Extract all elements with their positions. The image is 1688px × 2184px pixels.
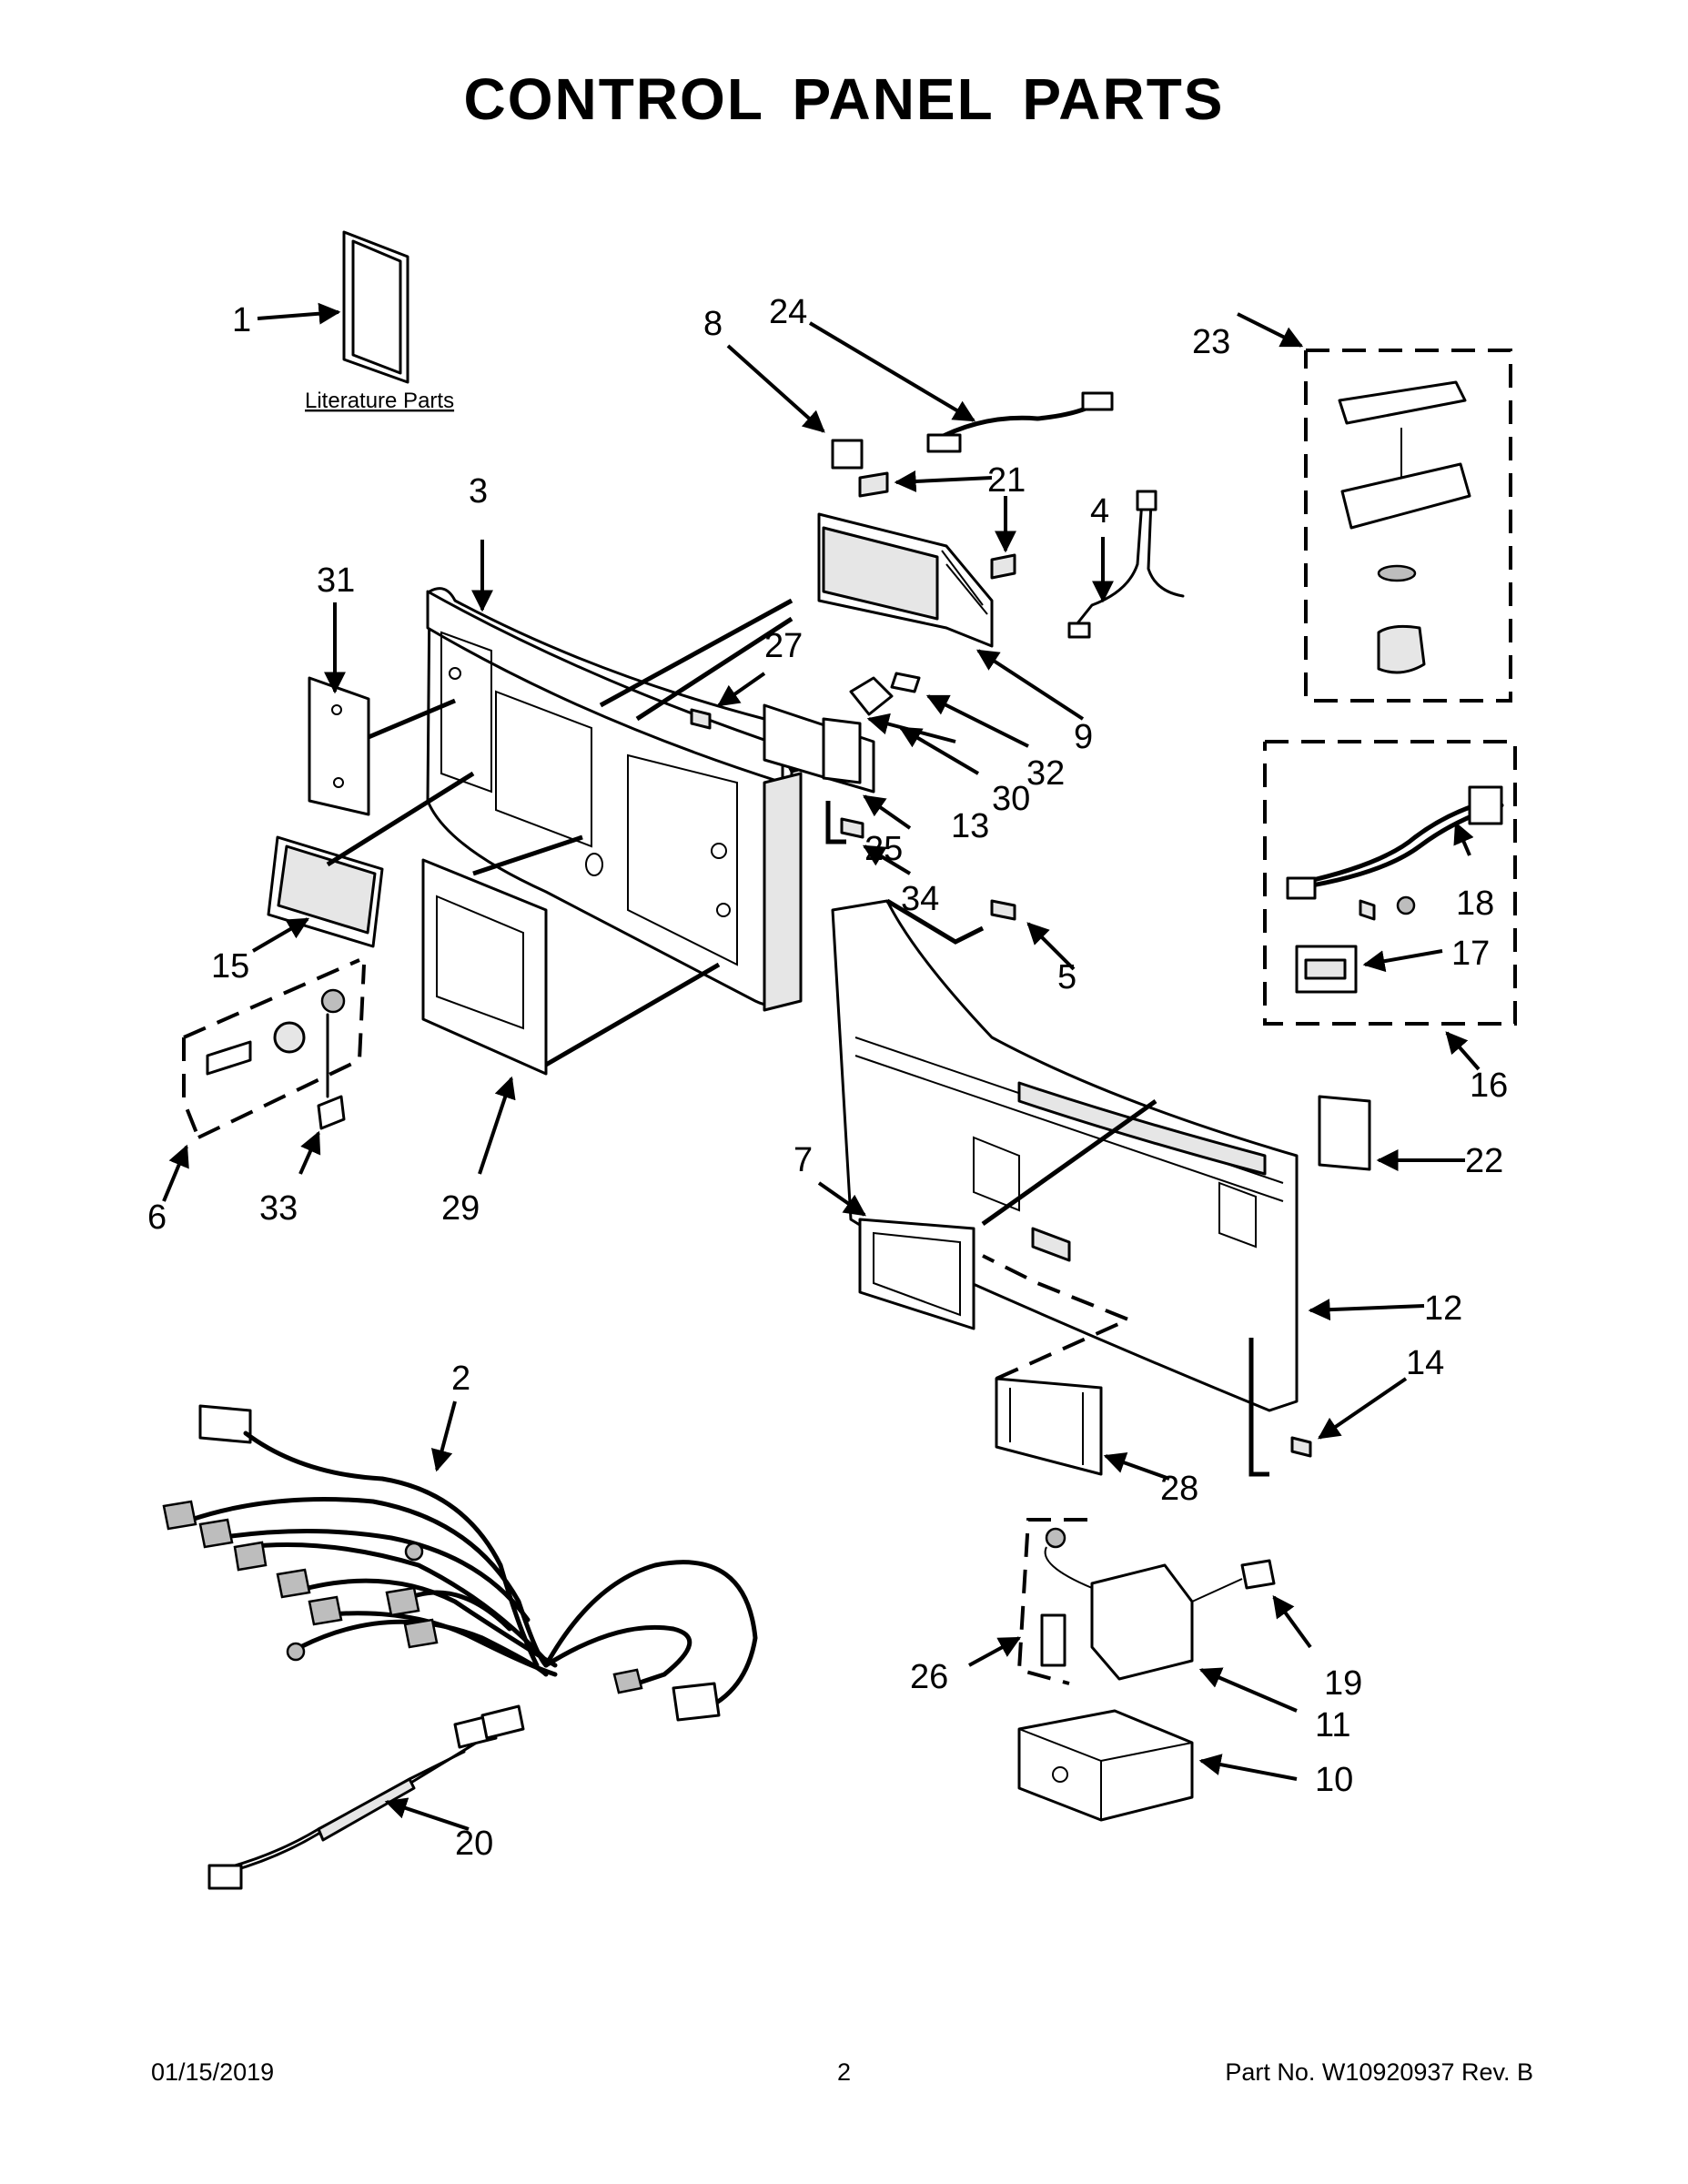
callout-12: 12 [1424, 1289, 1462, 1328]
display-15 [251, 771, 475, 953]
harness-4 [1067, 490, 1185, 639]
callout-20: 20 [455, 1825, 493, 1863]
harness-group-16 [1263, 740, 1517, 1071]
callout-18: 18 [1456, 885, 1494, 923]
bracket-28 [982, 1254, 1170, 1481]
callout-23: 23 [1192, 323, 1230, 361]
callout-1: 1 [232, 301, 251, 339]
callout-34: 34 [901, 880, 939, 918]
callout-22: 22 [1465, 1142, 1503, 1180]
callout-25: 25 [864, 830, 903, 868]
footer-part-number: Part No. W10920937 Rev. B [1225, 2058, 1533, 2086]
callout-24: 24 [769, 293, 807, 331]
bracket-31 [308, 602, 456, 816]
callout-33: 33 [259, 1189, 298, 1228]
screw-14 [1248, 1338, 1408, 1477]
knob-assembly-6 [162, 958, 366, 1202]
callout-2: 2 [451, 1360, 470, 1398]
callout-16: 16 [1470, 1067, 1508, 1105]
callout-labels: 1 2 3 4 5 6 7 8 9 10 11 12 13 14 15 16 1… [147, 293, 1508, 1863]
gasket-29 [421, 834, 721, 1175]
callout-21: 21 [987, 461, 1026, 500]
callout-3: 3 [469, 472, 488, 511]
callout-6: 6 [147, 1198, 167, 1237]
callout-10: 10 [1315, 1761, 1353, 1799]
page-title: CONTROL PANEL PARTS [463, 66, 1225, 132]
button-assembly-23 [1237, 312, 1512, 703]
callout-26: 26 [910, 1658, 948, 1696]
screw-5 [990, 899, 1076, 971]
callout-17: 17 [1451, 935, 1490, 973]
callout-15: 15 [211, 947, 249, 986]
callout-28: 28 [1160, 1470, 1198, 1508]
callout-7: 7 [793, 1141, 813, 1179]
literature-part: Literature Parts [257, 230, 454, 413]
callout-32: 32 [1026, 754, 1065, 793]
control-board-9 [599, 321, 1114, 722]
callout-13: 13 [951, 807, 989, 845]
callout-14: 14 [1406, 1344, 1444, 1382]
callout-9: 9 [1074, 718, 1093, 756]
switch-box-26 [968, 1518, 1312, 1822]
callout-29: 29 [441, 1189, 480, 1228]
literature-parts-label: Literature Parts [305, 389, 454, 413]
bracket-group-13 [690, 672, 1029, 875]
callout-5: 5 [1057, 958, 1076, 996]
callout-30: 30 [992, 780, 1030, 818]
callout-4: 4 [1090, 492, 1109, 531]
footer-page-number: 2 [836, 2058, 852, 2086]
callout-31: 31 [317, 561, 355, 600]
wire-harness-2 [162, 1400, 758, 1722]
bracket-7 [817, 1181, 975, 1330]
callout-11: 11 [1315, 1706, 1350, 1744]
wire-harness-20 [207, 1704, 525, 1890]
callout-19: 19 [1324, 1664, 1362, 1703]
cover-22 [1318, 1095, 1465, 1171]
footer-date: 01/15/2019 [151, 2058, 275, 2086]
console-frame [426, 540, 827, 1012]
callout-27: 27 [764, 627, 803, 665]
callout-8: 8 [703, 305, 723, 343]
rear-panel-12 [831, 898, 1425, 1412]
